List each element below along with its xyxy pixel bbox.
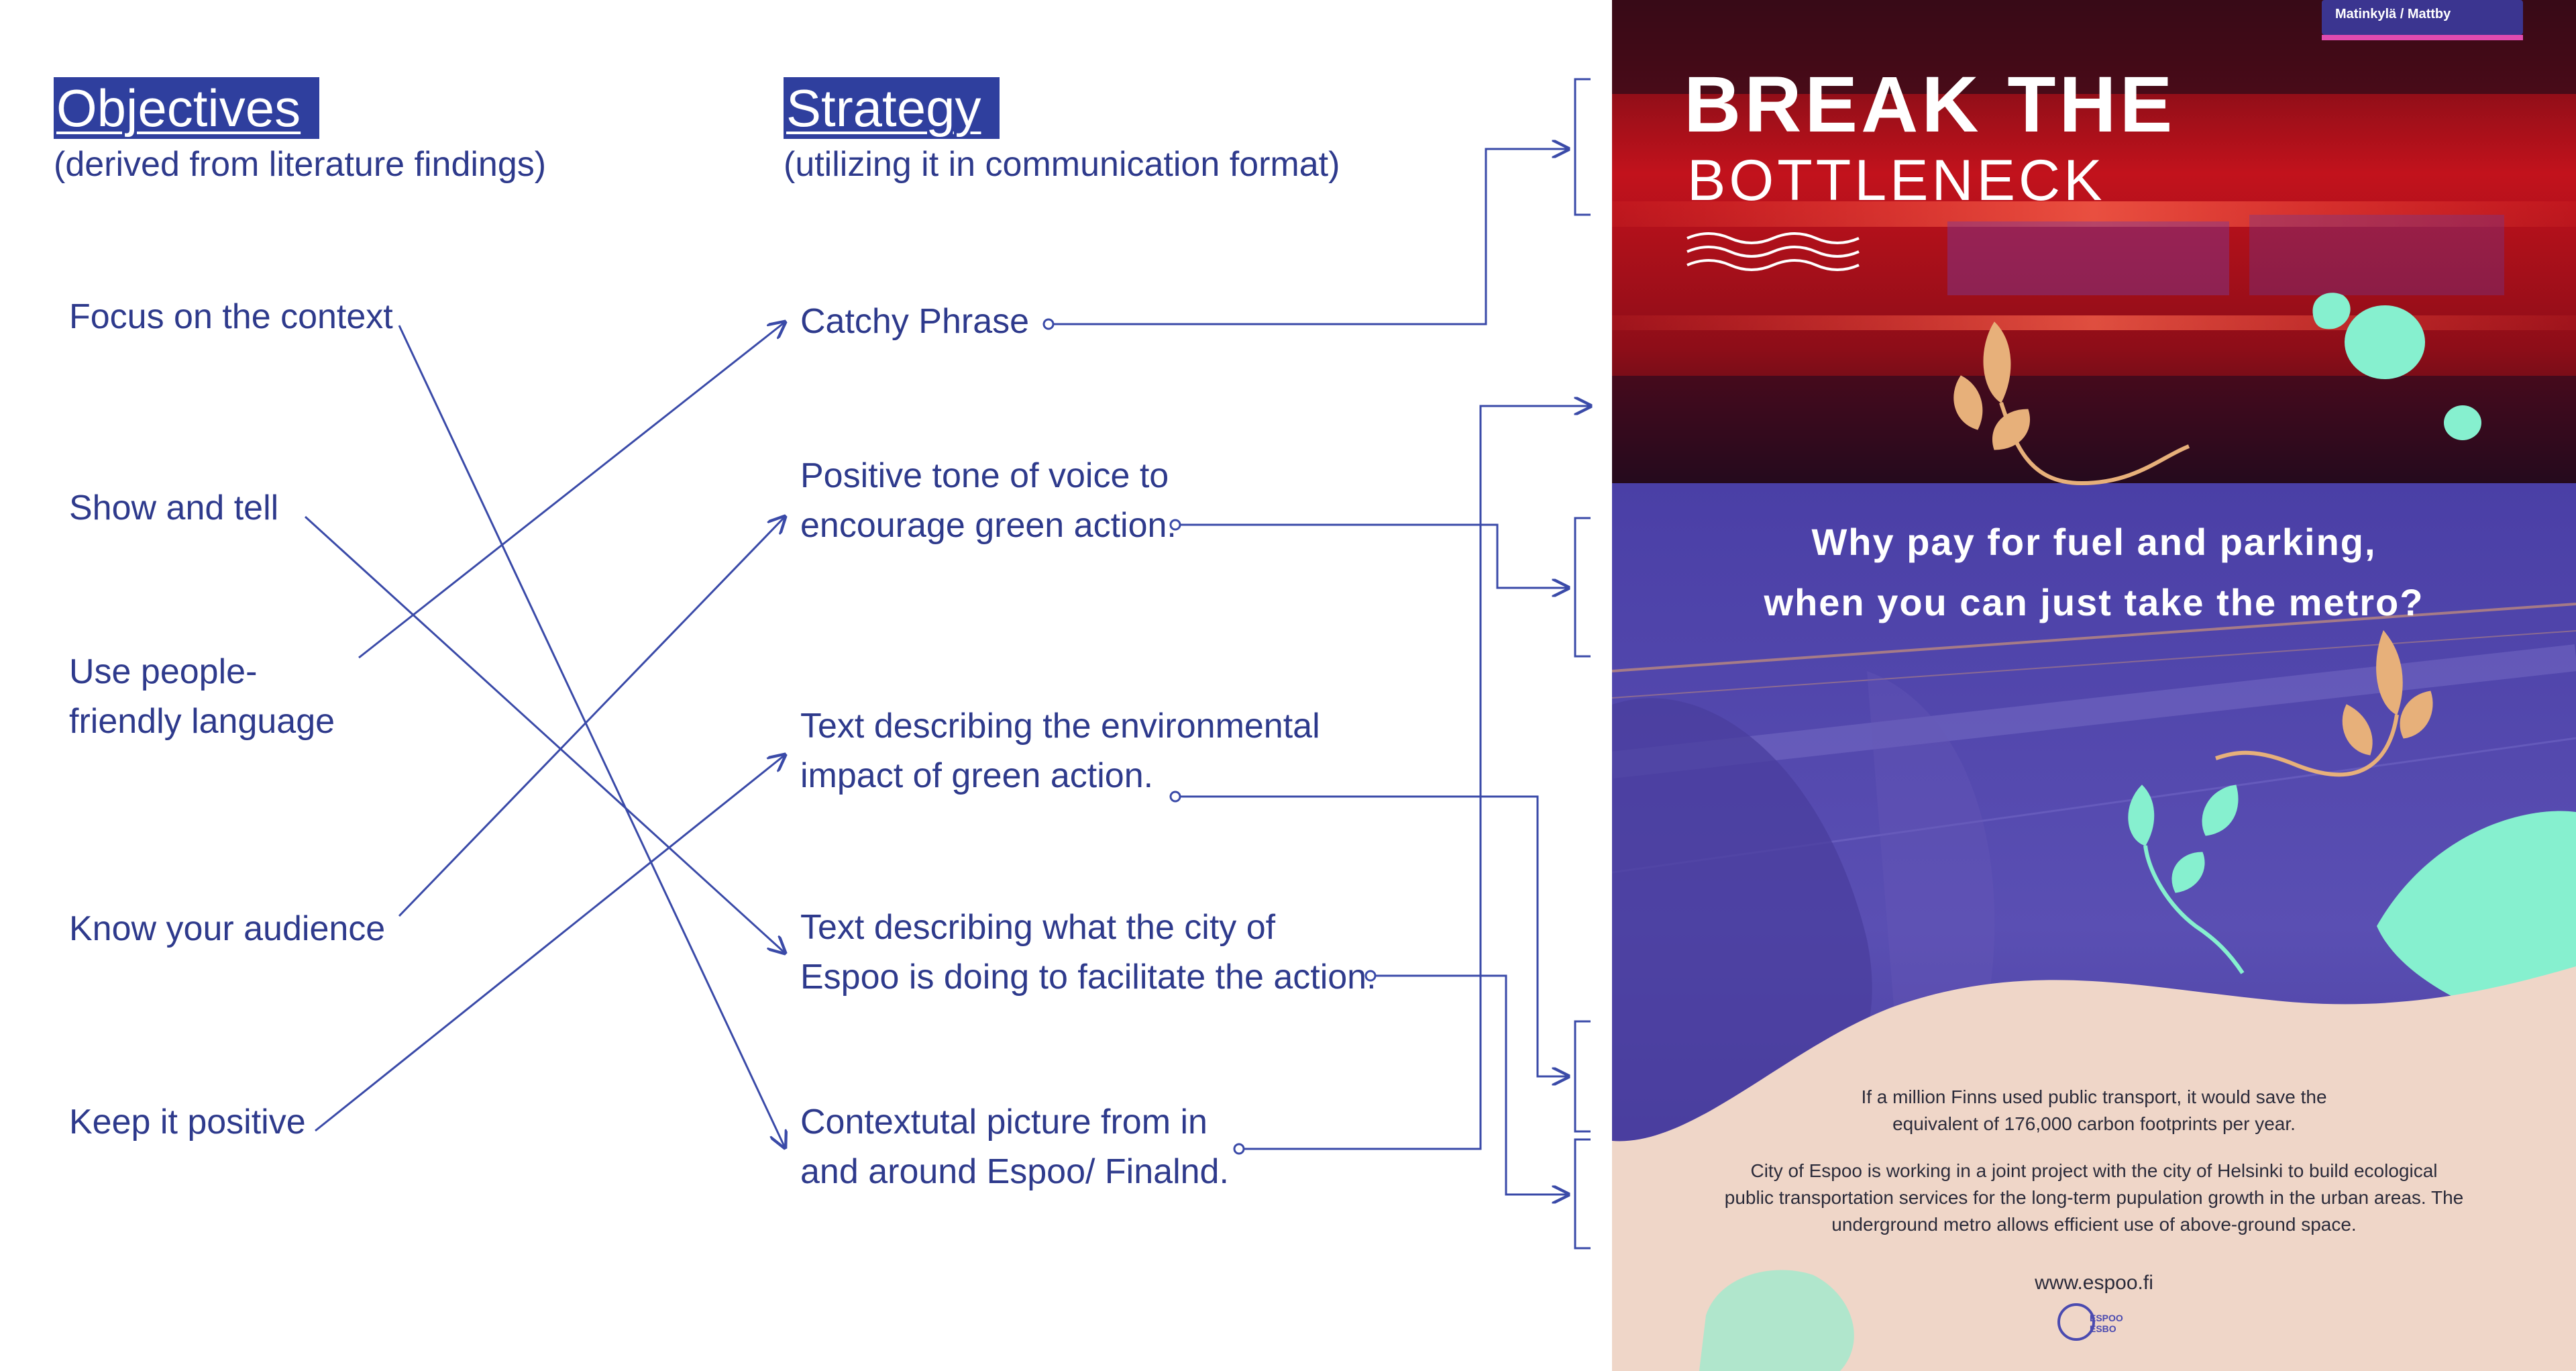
link-tone-to-question	[1175, 523, 1568, 588]
poster-background-art	[1612, 0, 2576, 1371]
link-positive-to-environment	[315, 755, 785, 1132]
link-language-to-catchy	[358, 322, 785, 659]
strategy-environmental-impact: Text describing the environmental impact…	[800, 707, 1320, 795]
objective-keep-positive: Keep it positive	[69, 1103, 306, 1141]
node-picture	[1233, 1143, 1245, 1155]
link-focus-to-picture	[398, 325, 785, 1148]
poster-fact-text: If a million Finns used public transport…	[1861, 1086, 2327, 1134]
objective-people-friendly-language: Use people- friendly language	[69, 652, 335, 741]
objective-know-audience: Know your audience	[69, 909, 386, 948]
espoo-logo-text-1: ESPOO	[2090, 1313, 2123, 1323]
poster-question-line2: when you can just take the metro?	[1764, 581, 2424, 623]
link-audience-to-tone	[398, 517, 785, 917]
bracket-project	[1574, 1138, 1591, 1250]
bracket-fact	[1574, 1020, 1591, 1133]
poster-project-text: City of Espoo is working in a joint proj…	[1724, 1160, 2464, 1235]
poster-title-line2: BOTTLENECK	[1687, 148, 2106, 213]
link-environment-to-fact	[1175, 795, 1568, 1076]
node-catchy	[1042, 318, 1055, 330]
node-tone	[1169, 519, 1181, 531]
poster-question-line1: Why pay for fuel and parking,	[1811, 521, 2377, 563]
strategy-heading: Strategy	[784, 77, 1000, 139]
station-sign-text: Matinkylä / Mattby	[2335, 7, 2451, 21]
bracket-title	[1574, 78, 1591, 216]
poster-url: www.espoo.fi	[2035, 1272, 2153, 1294]
link-show-to-espoo	[304, 515, 785, 953]
node-environment	[1169, 791, 1181, 803]
strategy-subheading: (utilizing it in communication format)	[784, 145, 1340, 184]
strategy-espoo-facilitation: Text describing what the city of Espoo i…	[800, 908, 1377, 997]
objectives-heading: Objectives	[54, 77, 320, 139]
espoo-logo-text-2: ESBO	[2090, 1323, 2116, 1334]
link-picture-to-image	[1239, 406, 1591, 1150]
link-catchy-to-title	[1049, 149, 1568, 325]
objective-focus-context: Focus on the context	[69, 297, 393, 336]
node-espoo	[1364, 970, 1377, 982]
link-espoo-to-project	[1371, 974, 1568, 1195]
connector-lines	[304, 78, 1612, 1250]
break-the-bottleneck-poster: Matinkylä / Mattby BREAK THE BOTTLENECK …	[1612, 0, 2576, 1371]
objective-show-and-tell: Show and tell	[69, 489, 279, 527]
objectives-subheading: (derived from literature findings)	[54, 145, 547, 184]
strategy-contextual-picture: Contextutal picture from in and around E…	[800, 1103, 1229, 1191]
strategy-positive-tone: Positive tone of voice to encourage gree…	[800, 456, 1177, 545]
strategy-catchy-phrase: Catchy Phrase	[800, 302, 1030, 341]
bracket-question	[1574, 517, 1591, 658]
poster-title-line1: BREAK THE	[1684, 60, 2176, 149]
